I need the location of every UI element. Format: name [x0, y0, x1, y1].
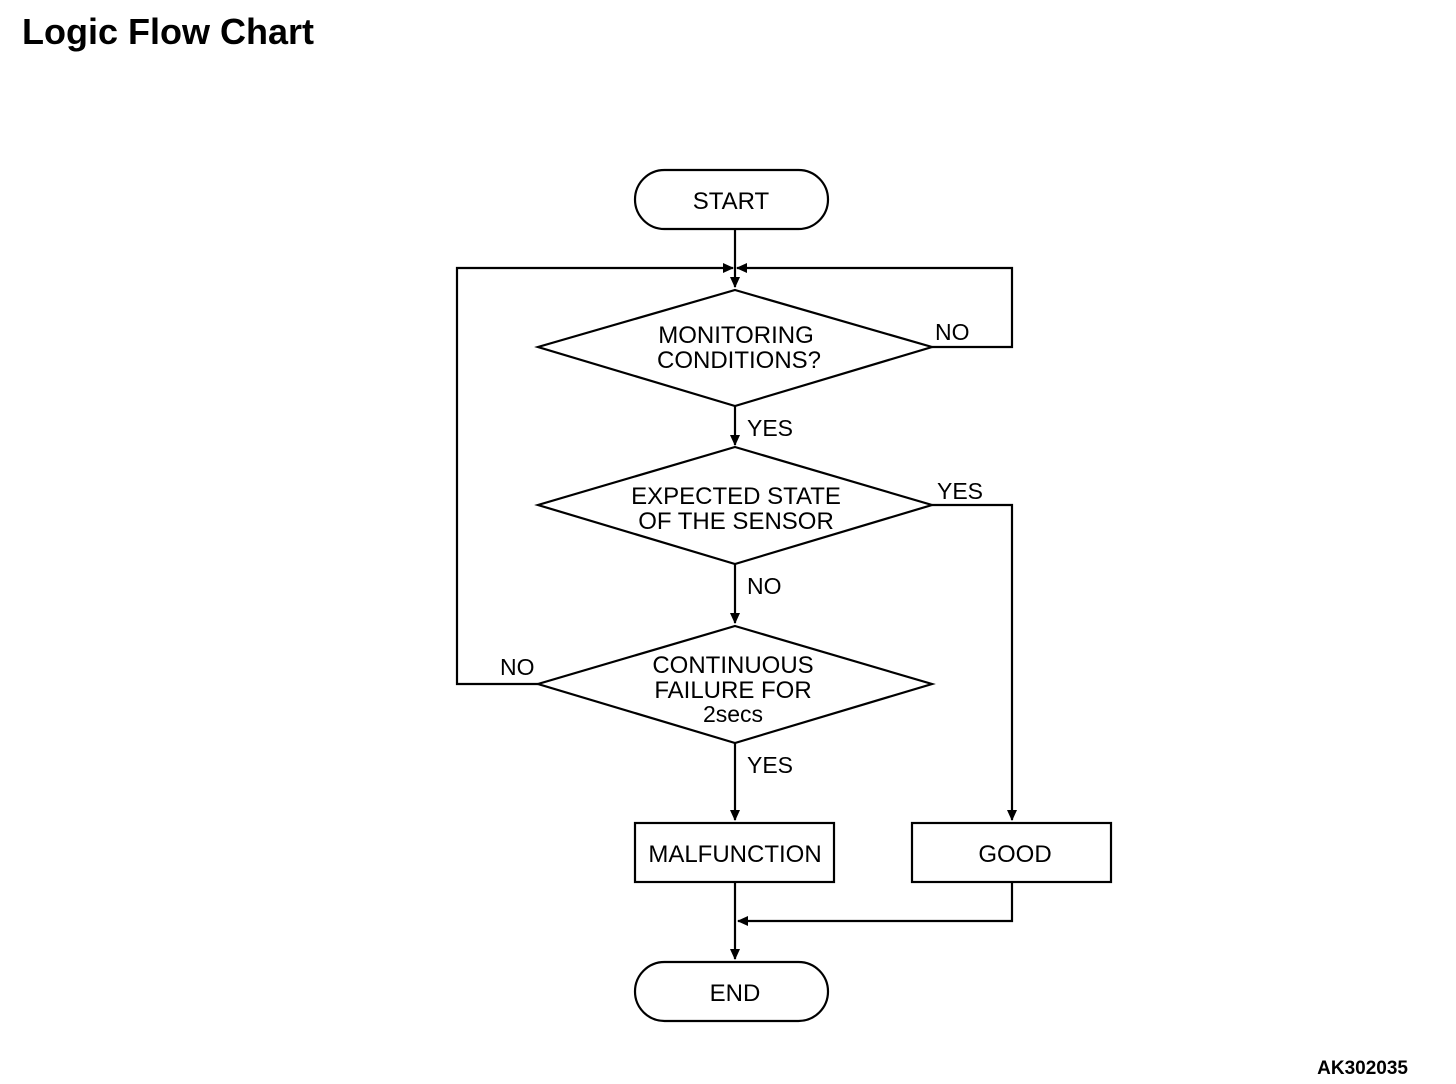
monitoring-label-line2: CONDITIONS? [657, 347, 821, 374]
monitoring-no-label: NO [935, 319, 970, 345]
continuous-yes-label: YES [747, 752, 793, 778]
continuous-label-line2: FAILURE FOR [654, 677, 811, 704]
end-label: END [710, 980, 761, 1007]
monitoring-no-loop-line [736, 263, 1014, 349]
expected-yes-line [932, 503, 1017, 821]
expected-label-line1: EXPECTED STATE [631, 483, 841, 510]
continuous-no-loop-line [455, 263, 734, 686]
malfunction-box [633, 821, 836, 884]
expected-yes-label: YES [937, 478, 983, 504]
end-terminator [633, 960, 830, 1023]
expected-no-label: NO [747, 573, 782, 599]
monitoring-label-line1: MONITORING [658, 322, 814, 349]
malfunction-label: MALFUNCTION [648, 841, 821, 868]
good-box [910, 821, 1113, 884]
monitoring-yes-label: YES [747, 415, 793, 441]
figure-id: AK302035 [1317, 1058, 1408, 1079]
page-title: Logic Flow Chart [22, 11, 314, 52]
good-to-end-line [737, 882, 1014, 926]
continuous-label-line1: CONTINUOUS [652, 652, 813, 679]
continuous-no-label: NO [500, 654, 535, 680]
start-label: START [693, 188, 770, 215]
continuous-label-line3: 2secs [703, 701, 763, 727]
good-label: GOOD [978, 841, 1051, 868]
expected-label-line2: OF THE SENSOR [638, 508, 834, 535]
start-terminator [633, 168, 830, 231]
